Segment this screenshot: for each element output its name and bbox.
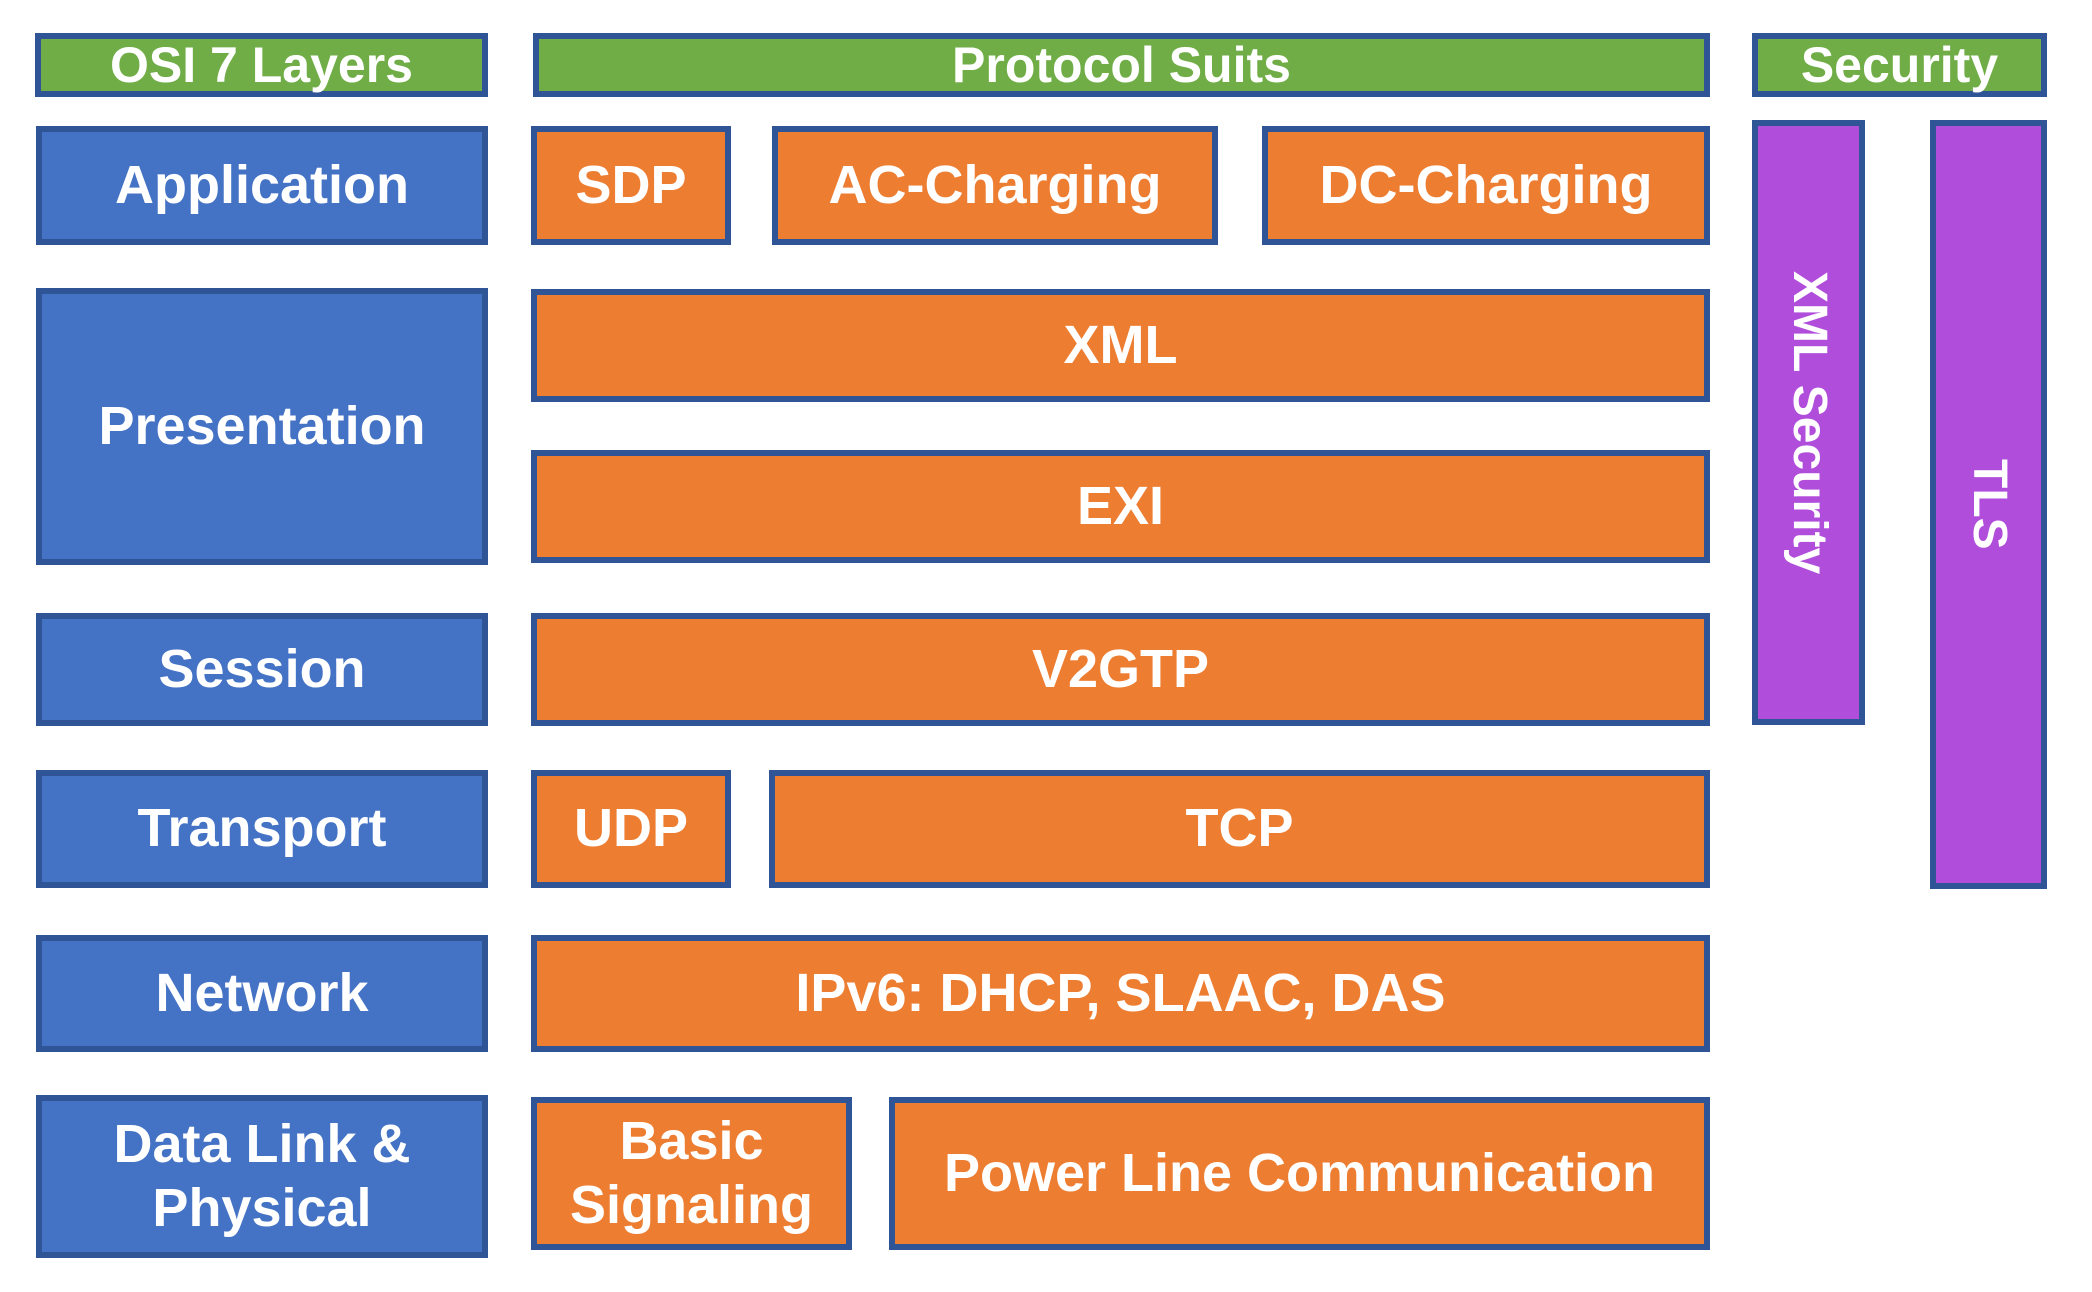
header-protocol-suits: Protocol Suits xyxy=(533,33,1710,97)
protocol-xml-label: XML xyxy=(1063,314,1178,375)
protocol-dc-charging-label: DC-Charging xyxy=(1319,154,1653,215)
security-xml-security-label: XML Security xyxy=(1782,270,1836,575)
osi-layer-application-label: Application xyxy=(115,154,409,215)
osi-layer-datalink-physical: Data Link & Physical xyxy=(36,1095,488,1258)
protocol-ipv6-label: IPv6: DHCP, SLAAC, DAS xyxy=(795,962,1446,1023)
security-xml-security-bar: XML Security xyxy=(1752,120,1865,725)
protocol-basic-signaling-label: Basic Signaling xyxy=(570,1110,813,1235)
protocol-xml: XML xyxy=(531,289,1710,402)
protocol-v2gtp: V2GTP xyxy=(531,613,1710,726)
osi-layer-transport-label: Transport xyxy=(137,798,387,859)
protocol-ac-charging-label: AC-Charging xyxy=(828,154,1162,215)
protocol-sdp: SDP xyxy=(531,126,731,245)
security-tls-bar: TLS xyxy=(1930,120,2047,889)
protocol-tcp: TCP xyxy=(769,770,1710,888)
protocol-exi: EXI xyxy=(531,450,1710,563)
protocol-exi-label: EXI xyxy=(1076,475,1165,536)
protocol-ipv6: IPv6: DHCP, SLAAC, DAS xyxy=(531,935,1710,1052)
osi-layer-presentation: Presentation xyxy=(36,288,488,565)
header-protocol-suits-label: Protocol Suits xyxy=(952,36,1291,93)
protocol-ac-charging: AC-Charging xyxy=(772,126,1218,245)
osi-layer-transport: Transport xyxy=(36,770,488,888)
osi-layer-presentation-label: Presentation xyxy=(98,395,426,456)
osi-layer-session-label: Session xyxy=(158,638,366,699)
protocol-udp: UDP xyxy=(531,770,731,888)
protocol-v2gtp-label: V2GTP xyxy=(1031,638,1210,699)
osi-layer-session: Session xyxy=(36,613,488,726)
osi-layer-datalink-physical-label: Data Link & Physical xyxy=(113,1113,411,1238)
header-osi-layers-label: OSI 7 Layers xyxy=(110,36,413,93)
header-security: Security xyxy=(1752,33,2047,97)
header-security-label: Security xyxy=(1800,36,1999,93)
osi-layer-network-label: Network xyxy=(155,962,369,1023)
header-osi-layers: OSI 7 Layers xyxy=(35,33,488,97)
osi-layer-network: Network xyxy=(36,935,488,1052)
protocol-tcp-label: TCP xyxy=(1185,798,1294,859)
protocol-sdp-label: SDP xyxy=(575,154,687,215)
osi-layer-application: Application xyxy=(36,126,488,245)
protocol-dc-charging: DC-Charging xyxy=(1262,126,1710,245)
protocol-power-line-communication-label: Power Line Communication xyxy=(943,1142,1656,1203)
security-tls-label: TLS xyxy=(1962,459,2016,550)
protocol-udp-label: UDP xyxy=(573,798,688,859)
protocol-power-line-communication: Power Line Communication xyxy=(889,1097,1710,1250)
protocol-basic-signaling: Basic Signaling xyxy=(531,1097,852,1250)
